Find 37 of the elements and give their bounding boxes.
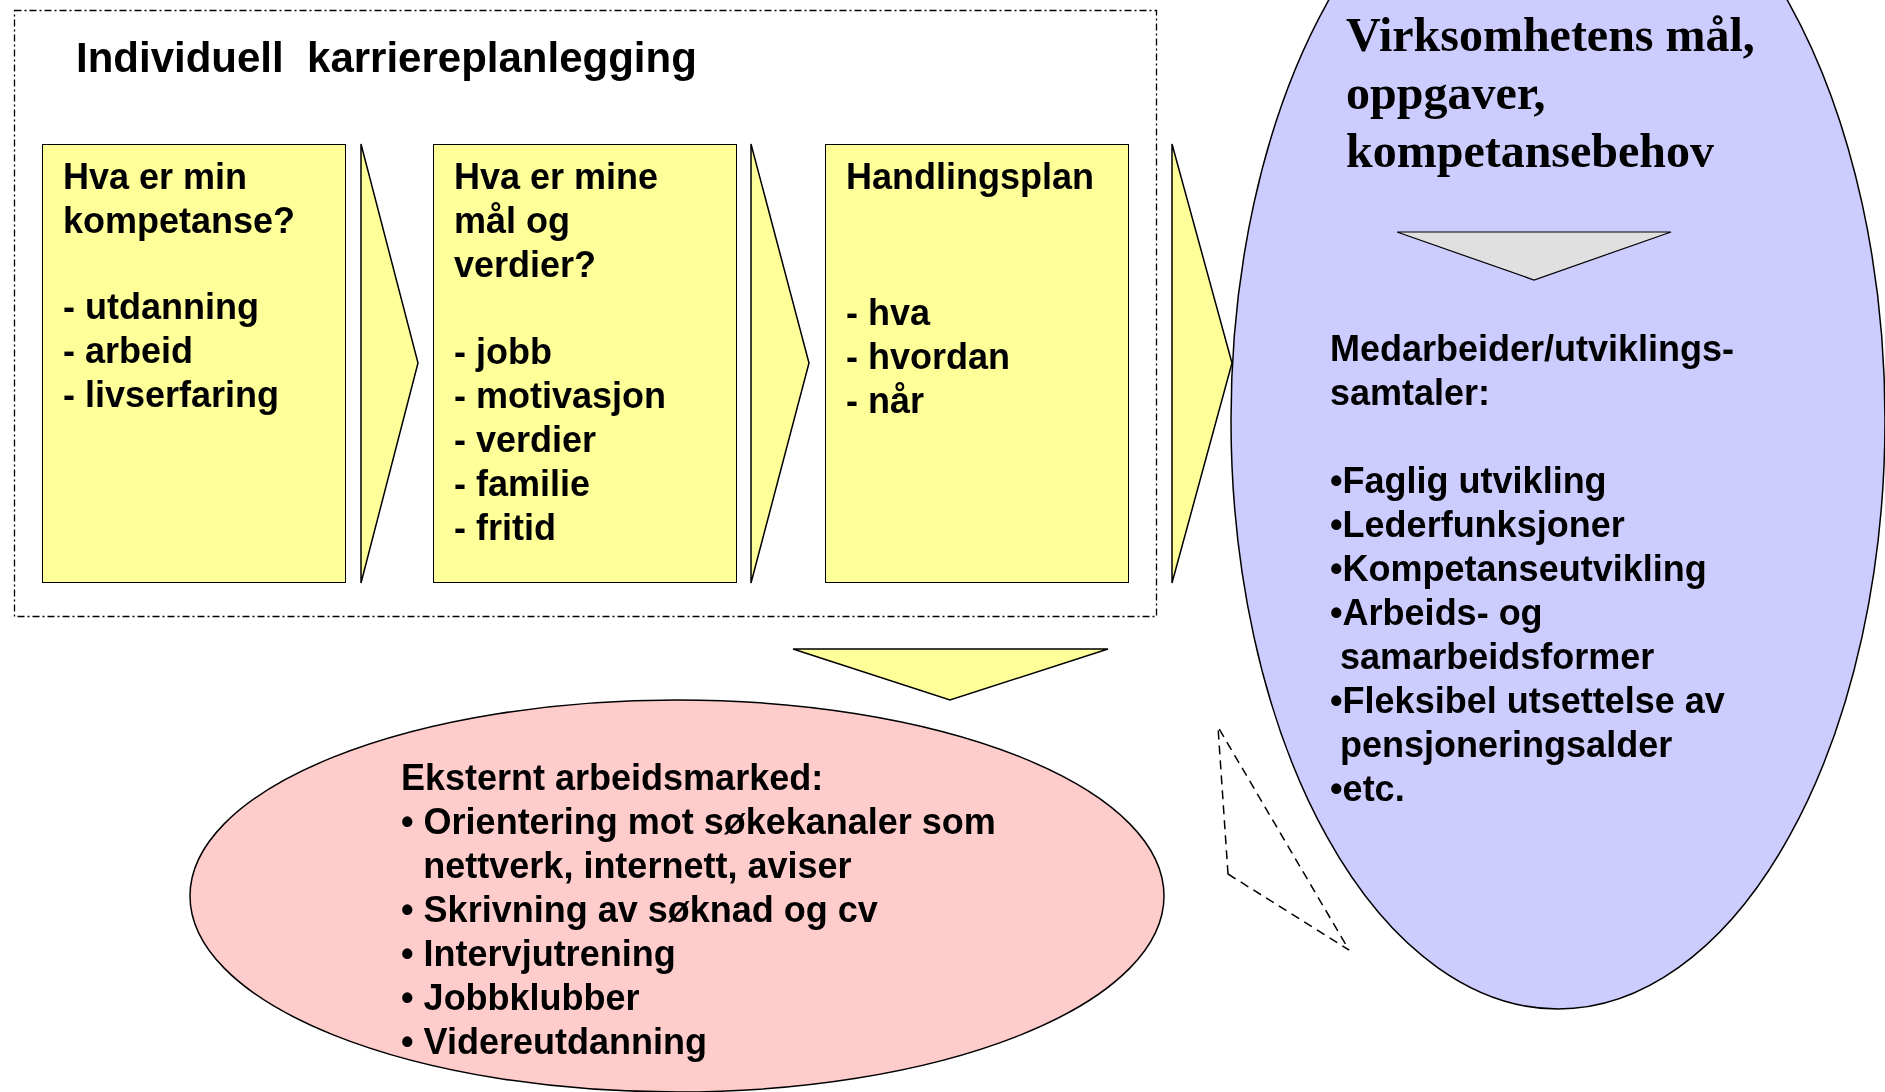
list-item: •Lederfunksjoner [1330,503,1626,547]
list-item: •Kompetanseutvikling [1330,547,1708,591]
box-heading: Handlingsplan [846,155,1095,199]
ellipse-subheading: Medarbeider/utviklings-samtaler: [1330,327,1736,415]
list-item: - livserfaring [63,373,281,417]
group-frame [14,10,1157,617]
list-item: - motivasjon [454,374,668,418]
list-item: •Arbeids- og samarbeidsformer [1330,591,1656,679]
list-item: • Jobbklubber [401,976,641,1020]
list-item: • Intervjutrening [401,932,677,976]
process-box [42,144,346,583]
list-item: - når [846,379,925,423]
list-item: • Videreutdanning [401,1020,708,1064]
list-item: - verdier [454,418,598,462]
list-item: - utdanning [63,285,260,329]
chevron-arrow [360,143,419,584]
list-item: - jobb [454,330,553,374]
box-heading: Hva er min kompetanse? [63,155,297,243]
list-item: - arbeid [63,329,195,373]
ellipse-heading: Virksomhetens mål, oppgaver, kompetansebehov [1346,7,1756,179]
list-item: - hva [846,291,932,335]
chevron-arrow [750,143,810,584]
box-heading: Hva er mine mål og verdier? [454,155,660,287]
ellipse-heading: Eksternt arbeidsmarked: [401,756,825,800]
list-item: • Skrivning av søknad og cv [401,888,879,932]
list-item: - hvordan [846,335,1011,379]
process-box [825,144,1129,583]
chevron-arrow [1171,143,1233,584]
list-item: •Fleksibel utsettelse av pensjoneringsalder [1330,679,1726,767]
list-item: - fritid [454,506,557,550]
chevron-arrow [792,648,1109,701]
frame-title: Individuell karriereplanlegging [76,36,697,80]
list-item: - familie [454,462,592,506]
process-box [433,144,737,583]
list-item: •etc. [1330,767,1406,811]
list-item: • Orientering mot søkekanaler som nettverk, internett, aviser [401,800,997,888]
list-item: •Faglig utvikling [1330,459,1608,503]
